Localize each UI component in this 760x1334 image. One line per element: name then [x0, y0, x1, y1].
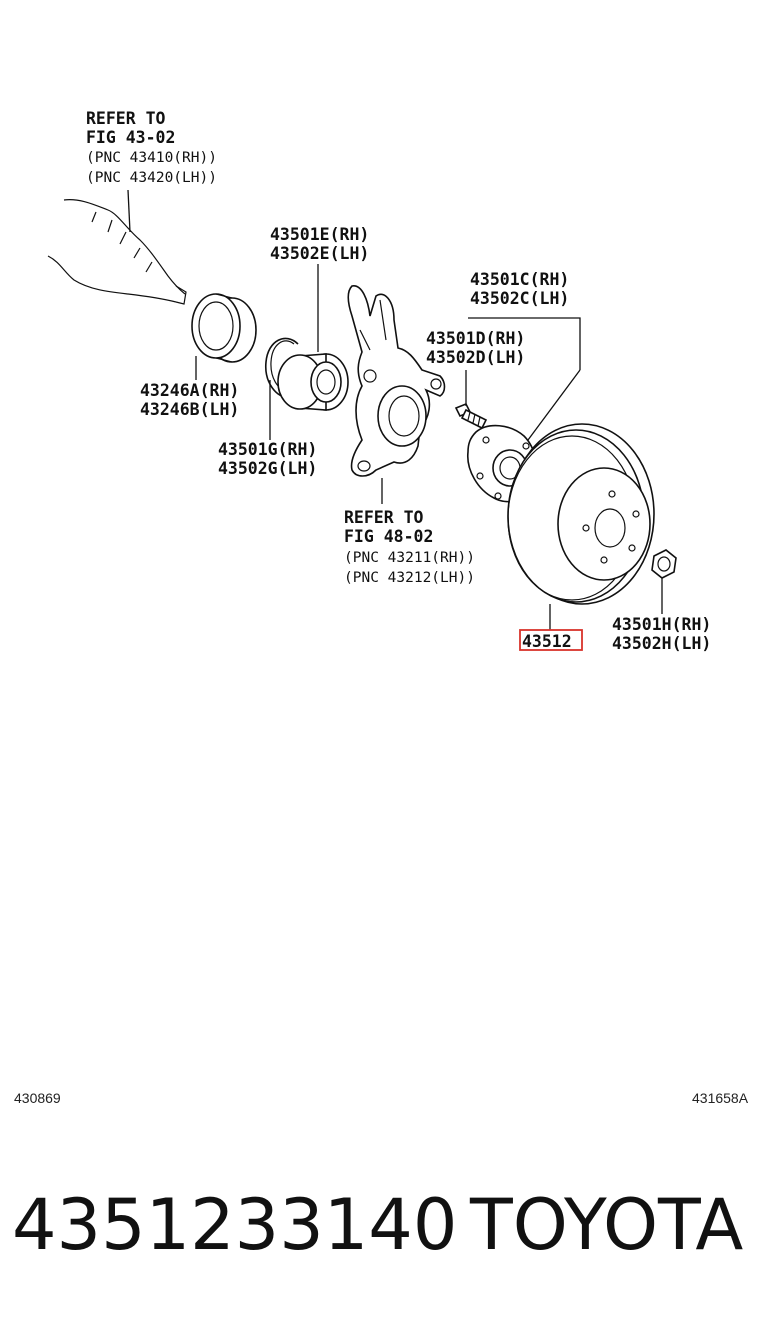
diagram-code-left: 430869: [14, 1090, 61, 1106]
svg-text:43501H(RH): 43501H(RH): [612, 615, 711, 634]
brake-disc-drawing: [507, 423, 655, 605]
hub-nut-drawing: [651, 549, 677, 579]
svg-text:REFER TO: REFER TO: [86, 109, 166, 128]
svg-text:43246A(RH): 43246A(RH): [140, 381, 239, 400]
callout-43501d[interactable]: 43501D(RH) 43502D(LH): [426, 329, 525, 367]
highlight-box: [519, 629, 583, 651]
svg-text:43502D(LH): 43502D(LH): [426, 348, 525, 367]
part-number: 4351233140: [12, 1184, 458, 1266]
callout-43246a[interactable]: 43246A(RH) 43246B(LH): [140, 381, 239, 419]
svg-text:(PNC 43212(LH)): (PNC 43212(LH)): [344, 570, 475, 586]
callout-43501e[interactable]: 43501E(RH) 43502E(LH): [270, 225, 369, 263]
knuckle-drawing: [347, 285, 446, 477]
callout-43501g[interactable]: 43501G(RH) 43502G(LH): [218, 440, 317, 478]
callout-43501h[interactable]: 43501H(RH) 43502H(LH): [612, 615, 711, 653]
hub-bolt-drawing: [454, 402, 488, 430]
svg-text:43502H(LH): 43502H(LH): [612, 634, 711, 653]
svg-text:(PNC 43410(RH)): (PNC 43410(RH)): [86, 150, 217, 166]
svg-text:43502G(LH): 43502G(LH): [218, 459, 317, 478]
drive-shaft-drawing: [47, 199, 187, 305]
bearing-drawing: [277, 353, 349, 411]
svg-text:43246B(LH): 43246B(LH): [140, 400, 239, 419]
svg-text:FIG 48-02: FIG 48-02: [344, 527, 433, 546]
svg-text:(PNC 43420(LH)): (PNC 43420(LH)): [86, 170, 217, 186]
parts-diagram: REFER TO FIG 43-02 (PNC 43410(RH)) (PNC …: [47, 109, 711, 653]
callout-refer-fig-43-02: REFER TO FIG 43-02 (PNC 43410(RH)) (PNC …: [86, 109, 217, 186]
callout-refer-fig-48-02: REFER TO FIG 48-02 (PNC 43211(RH)) (PNC …: [344, 508, 475, 586]
svg-text:FIG 43-02: FIG 43-02: [86, 128, 175, 147]
svg-text:(PNC 43211(RH)): (PNC 43211(RH)): [344, 550, 475, 566]
svg-text:43502E(LH): 43502E(LH): [270, 244, 369, 263]
svg-text:43501D(RH): 43501D(RH): [426, 329, 525, 348]
leader-lines: [127, 189, 663, 630]
callout-43512-highlighted[interactable]: 43512: [519, 629, 583, 651]
diagram-code-right: 431658A: [692, 1090, 749, 1106]
callout-43501c[interactable]: 43501C(RH) 43502C(LH): [470, 270, 569, 308]
svg-text:43502C(LH): 43502C(LH): [470, 289, 569, 308]
svg-text:43501G(RH): 43501G(RH): [218, 440, 317, 459]
brand-name: TOYOTA: [470, 1184, 744, 1266]
svg-text:REFER TO: REFER TO: [344, 508, 424, 527]
svg-text:43501E(RH): 43501E(RH): [270, 225, 369, 244]
seal-ring-drawing: [191, 293, 257, 363]
svg-text:43501C(RH): 43501C(RH): [470, 270, 569, 289]
svg-text:43512: 43512: [522, 632, 572, 651]
